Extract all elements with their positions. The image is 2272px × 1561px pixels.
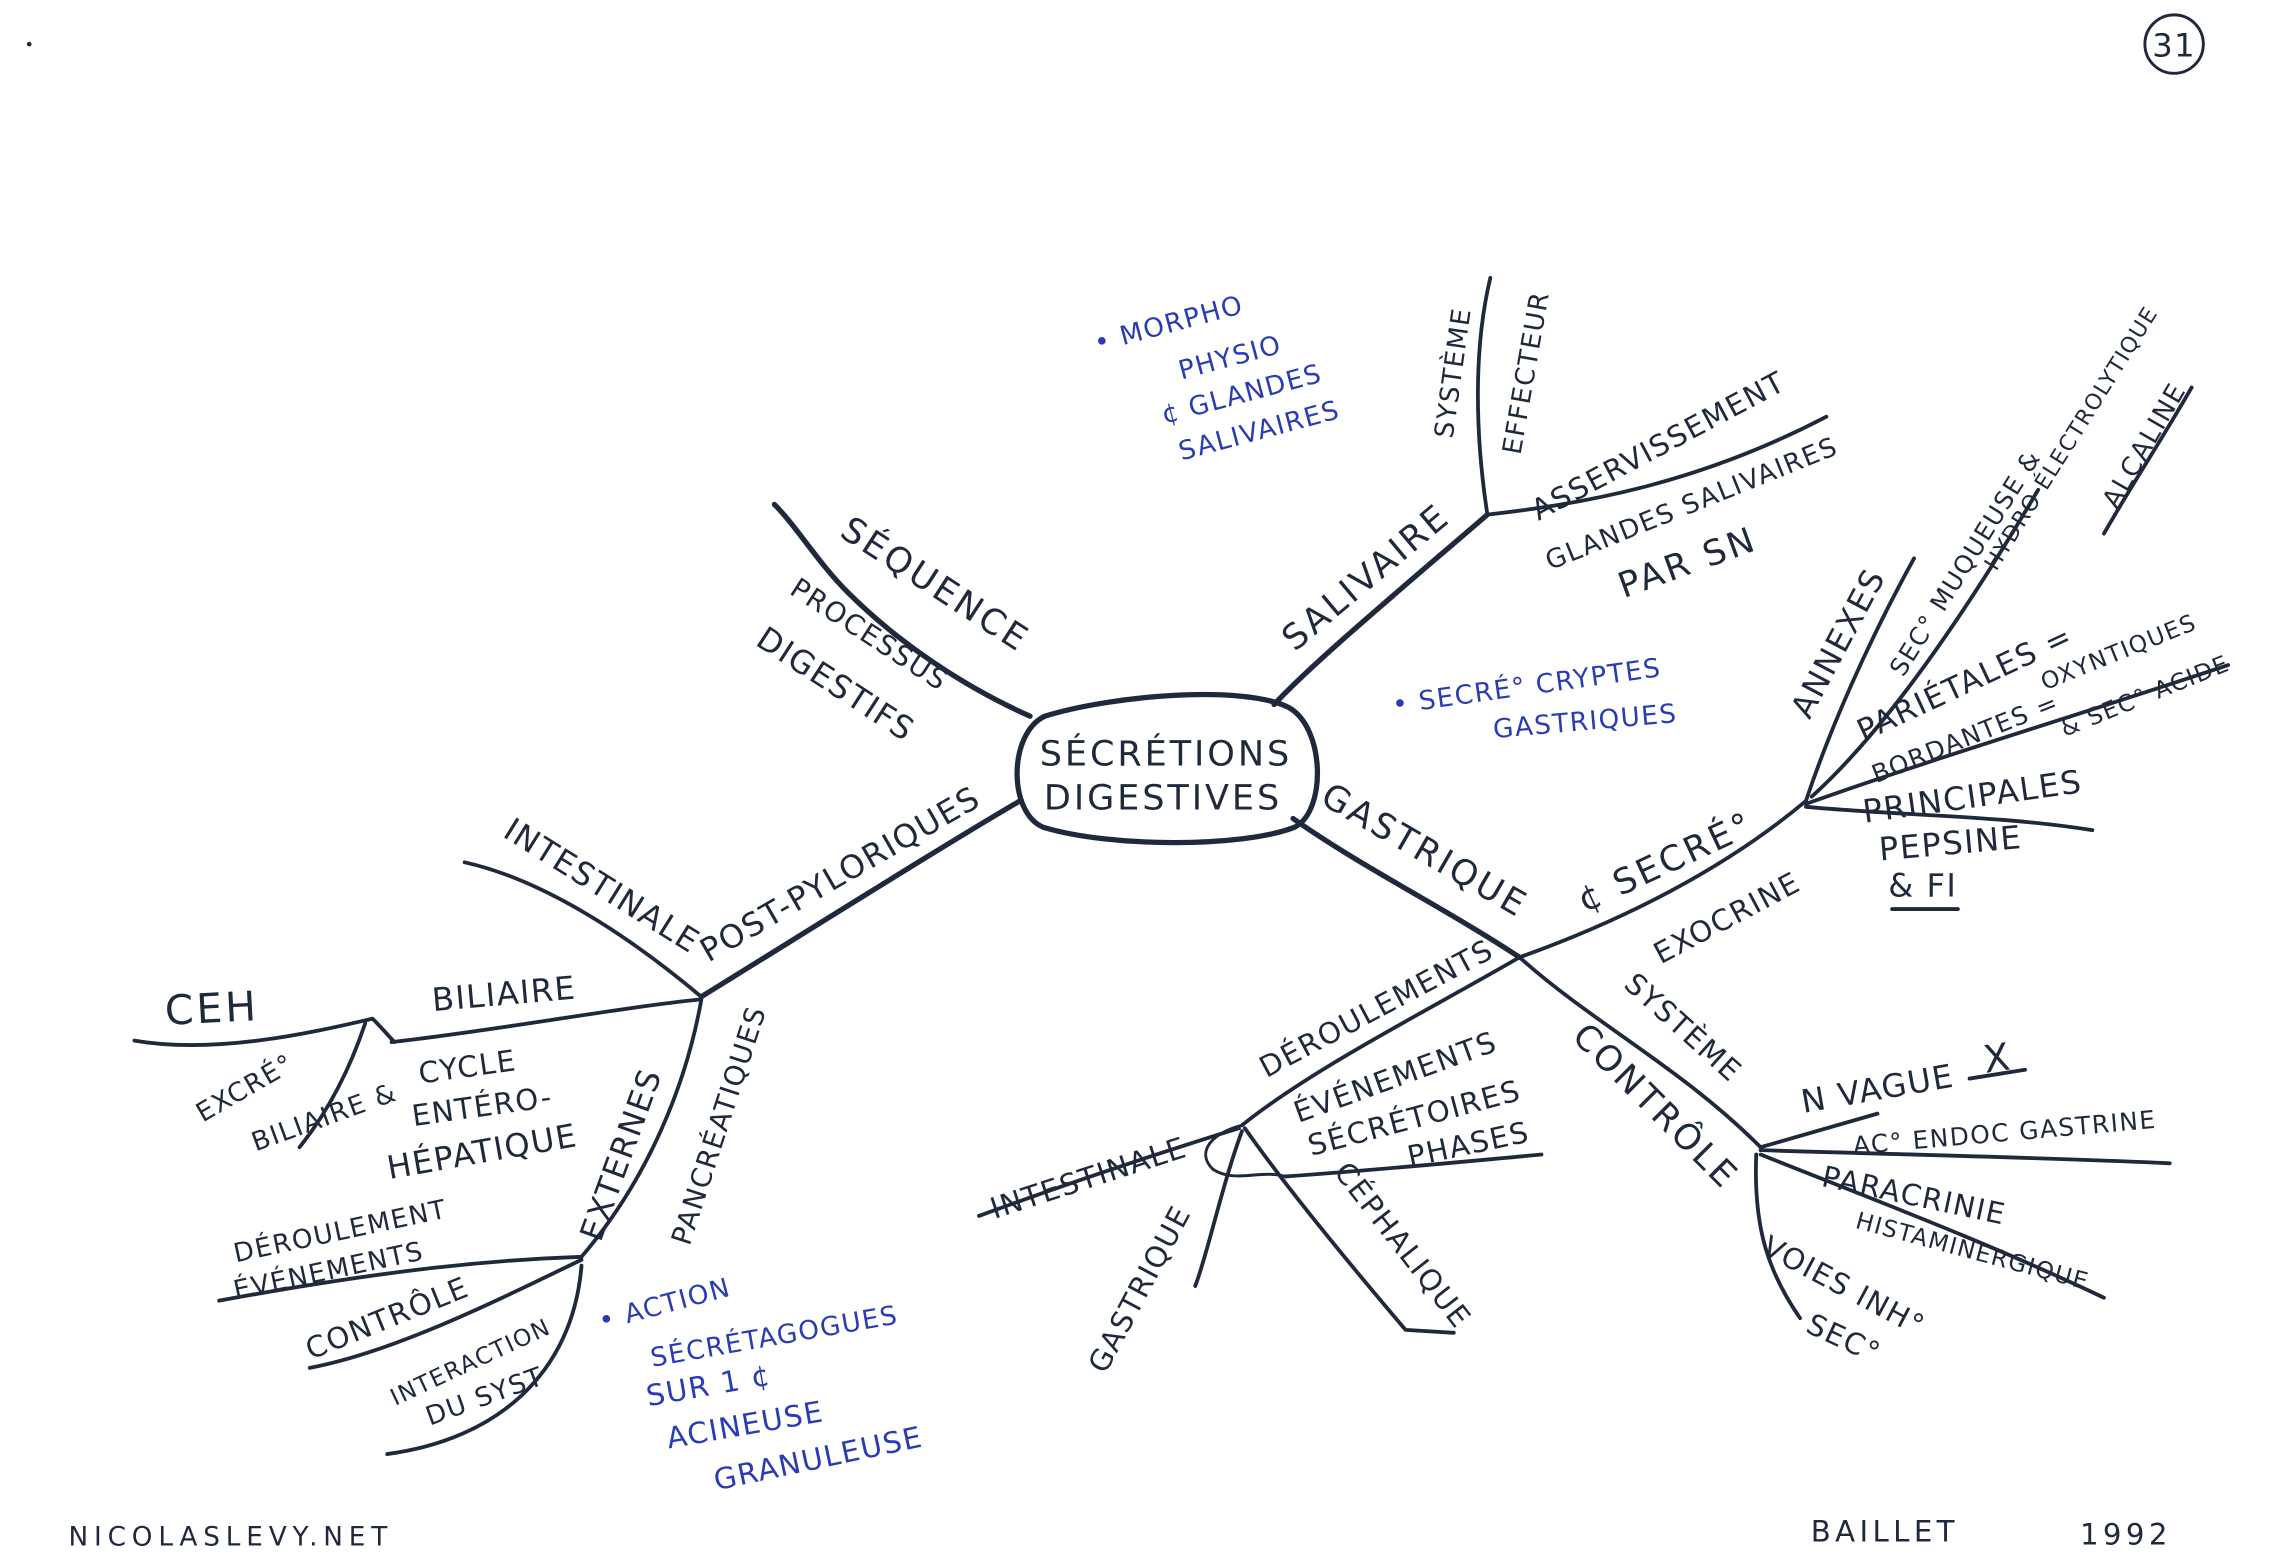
label-ceh: CEH (164, 982, 260, 1035)
page-number: 31 (2152, 27, 2196, 65)
line-gastrique (1290, 815, 1523, 960)
line-phase-intestinale (977, 1126, 1241, 1218)
line-phase-gastrique (1193, 1129, 1244, 1288)
line-intestinale-left (462, 860, 704, 999)
label-ac-endoc-gastrine: AC° ENDOC GASTRINE (1852, 1105, 2158, 1160)
branch-lines (132, 275, 2231, 1456)
page-number-circle (2143, 13, 2205, 75)
label-phase-cephalique: CÉPHALIQUE (1327, 1156, 1477, 1335)
note-salivary: • MORPHO PHYSIO ¢ GLANDES SALIVAIRES (1091, 290, 1344, 467)
line-gastrine (1758, 1148, 2172, 1166)
label-externes: EXTERNES (572, 1063, 669, 1246)
label-biliaire: BILIAIRE (430, 969, 577, 1019)
note-gastric: • SECRÉ° CRYPTES GASTRIQUES (1390, 651, 1679, 745)
note-pancreatic: • ACTION SÉCRÉTAGOGUES SUR 1 ¢ ACINEUSE … (595, 1273, 925, 1497)
line-ceh-underline (132, 1016, 397, 1047)
line-paracrinie (1758, 1152, 2106, 1300)
footer-author: BAILLET (1811, 1515, 1959, 1549)
line-sequence (771, 501, 1033, 719)
footer-year: 1992 (2080, 1517, 2172, 1551)
label-n-vague: N VAGUE (1798, 1057, 1957, 1121)
center-node-outline (1014, 691, 1321, 846)
label-pancreatiques: PANCRÉATIQUES (664, 1001, 773, 1248)
note-gastric-line2: GASTRIQUES (1492, 699, 1679, 745)
label-salivaire: SALIVAIRE (1274, 496, 1458, 660)
line-alcaline-underline (2102, 385, 2194, 536)
line-deroulements (1240, 955, 1522, 1128)
line-muqueuse (1809, 487, 2041, 799)
center-title-line1: SÉCRÉTIONS (1040, 733, 1292, 775)
center-title-line2: DIGESTIVES (1044, 778, 1282, 819)
label-annexes: ANNEXES (1783, 562, 1893, 724)
line-pancreas-controle (307, 1257, 584, 1370)
line-x-underline (1967, 1067, 2027, 1081)
label-systeme: SYSTÈME (1428, 305, 1478, 440)
line-annexes (1804, 556, 1916, 803)
line-pancreas-deroulement (217, 1254, 584, 1303)
label-phase-gastrique: GASTRIQUE (1081, 1200, 1197, 1378)
label-cycle: CYCLE (416, 1043, 518, 1090)
line-n-vague (1758, 1111, 1880, 1150)
line-pancreas-interaction (385, 1263, 584, 1456)
line-systeme-controle (1517, 955, 1763, 1150)
label-post-pyloriques: POST-PYLORIQUES (693, 778, 986, 969)
label-gastrique: GASTRIQUE (1314, 775, 1535, 926)
line-exocrine (1517, 799, 1808, 960)
line-salivaire (1271, 511, 1491, 708)
line-pancreatiques (579, 997, 704, 1259)
line-phase-cephalique (1242, 1126, 1456, 1335)
line-principales (1804, 804, 2095, 833)
note-pancreatic-line1: • ACTION (595, 1273, 734, 1337)
line-excretion-biliaire (297, 1021, 368, 1150)
line-systeme-effecteur (1475, 275, 1493, 517)
line-parietales (1804, 663, 2231, 806)
line-phases (1283, 1152, 1544, 1179)
label-effecteur: EFFECTEUR (1498, 289, 1556, 457)
line-biliaire (389, 997, 701, 1044)
page-dot (26, 41, 32, 47)
footer-site: NICOLASLEVY.NET (69, 1522, 394, 1552)
line-voies-inh (1753, 1152, 1802, 1321)
line-post-pyloriques (698, 798, 1023, 1000)
label-fi: & FI (1888, 867, 1957, 905)
label-x: X (1981, 1034, 2014, 1081)
line-asservissement (1485, 414, 1829, 517)
